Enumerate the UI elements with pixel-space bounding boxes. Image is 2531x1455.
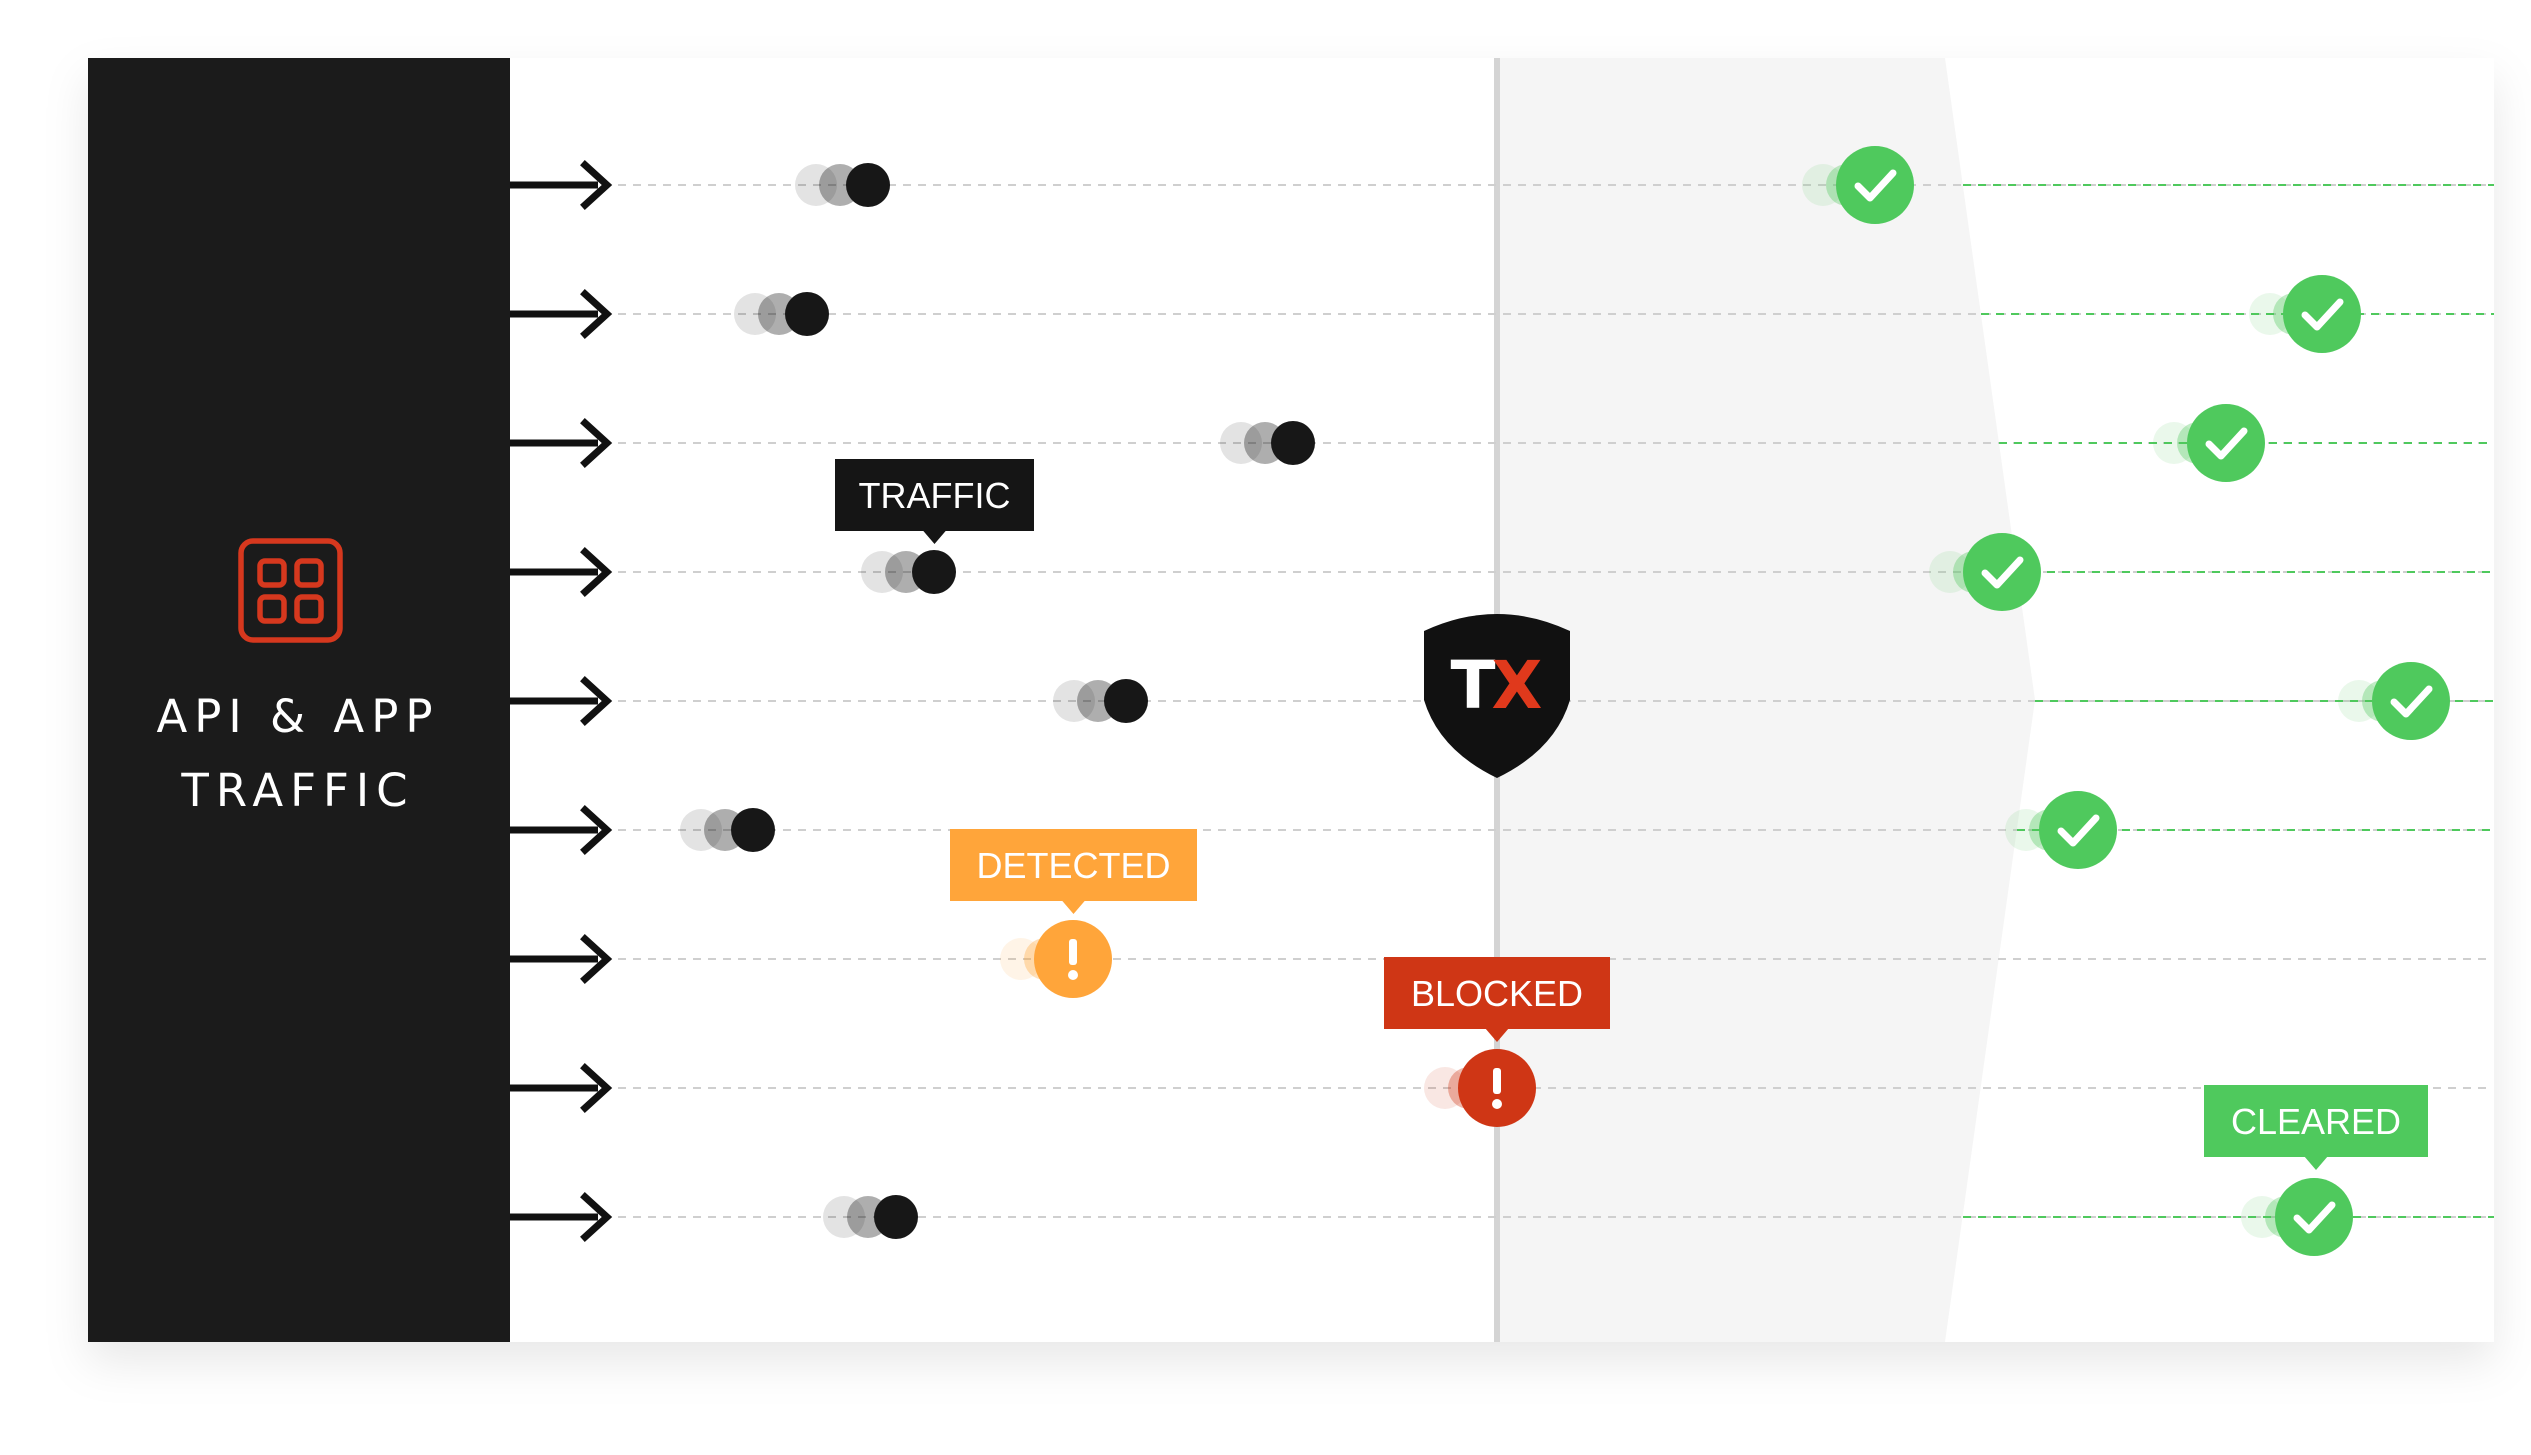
blocked-tag-text: BLOCKED	[1411, 973, 1583, 1014]
cleared-dot	[2283, 275, 2361, 353]
sidebar-panel	[88, 58, 510, 1342]
lane	[510, 146, 2494, 224]
lane	[510, 404, 2494, 482]
traffic-trail-dot	[1053, 680, 1095, 722]
traffic-trail-dot	[861, 551, 903, 593]
lane	[510, 920, 2488, 998]
arrow-icon	[580, 289, 613, 339]
traffic-trail-dot	[795, 164, 837, 206]
cleared-dot	[2187, 404, 2265, 482]
traffic-tag-box	[835, 459, 1034, 531]
cleared-trail-dot	[1802, 164, 1844, 206]
arrow-icon	[580, 676, 613, 726]
cleared-tag-pointer	[2304, 1156, 2328, 1170]
cleared-dot	[2039, 791, 2117, 869]
blocked-tag-pointer	[1485, 1028, 1509, 1042]
arrow-icon	[580, 160, 613, 210]
check-icon	[1854, 169, 1897, 202]
cleared-dot	[2275, 1178, 2353, 1256]
check-icon	[2057, 814, 2100, 847]
traffic-dot	[1271, 421, 1315, 465]
lane	[510, 275, 2494, 353]
detected-trail-dot	[1000, 938, 1042, 980]
arrow-icon	[580, 934, 613, 984]
exclamation-icon	[1493, 1068, 1501, 1094]
blocked-tag: BLOCKED	[1384, 957, 1610, 1042]
cleared-tag-text: CLEARED	[2231, 1101, 2401, 1142]
traffic-dot	[731, 808, 775, 852]
traffic-dot	[874, 1195, 918, 1239]
tags-layer: TRAFFIC DETECTED BLOCKED CLEARED	[835, 459, 2428, 1170]
lane	[510, 1178, 2494, 1256]
traffic-dot	[785, 292, 829, 336]
logo-letter-x: X	[1492, 647, 1543, 724]
detected-tag-box	[950, 829, 1197, 901]
exclamation-icon-dot	[1492, 1099, 1502, 1109]
cleared-trail-dot	[2153, 422, 2195, 464]
cleared-trail-dot	[2005, 809, 2047, 851]
arrow-icon	[580, 418, 613, 468]
arrow-icon	[580, 1192, 613, 1242]
shield-logo-icon: T X	[1424, 614, 1570, 778]
arrow-icon	[580, 805, 613, 855]
check-icon	[2301, 298, 2344, 331]
sidebar-label: API & APP TRAFFIC	[156, 690, 440, 817]
cleared-tag-box	[2204, 1085, 2428, 1157]
traffic-tag: TRAFFIC	[835, 459, 1034, 544]
detected-tag-text: DETECTED	[976, 845, 1170, 886]
blocked-trail-dot	[1424, 1067, 1466, 1109]
lane	[510, 791, 2494, 869]
blocked-tag-box	[1384, 957, 1610, 1029]
traffic-trail-dot	[1220, 422, 1262, 464]
check-icon	[1981, 556, 2024, 589]
cleared-tag: CLEARED	[2204, 1085, 2428, 1170]
cleared-dot	[1963, 533, 2041, 611]
check-icon	[2390, 685, 2433, 718]
cleared-dot	[1836, 146, 1914, 224]
arrow-icon	[580, 1063, 613, 1113]
lanes-layer	[510, 146, 2494, 1256]
detected-tag-pointer	[1061, 900, 1086, 914]
cleared-trail-dot	[2338, 680, 2380, 722]
cleared-trail-dot	[2249, 293, 2291, 335]
exclamation-icon-dot	[1068, 970, 1078, 980]
app-grid-icon	[238, 538, 343, 643]
exclamation-icon	[1069, 939, 1077, 965]
traffic-dot	[912, 550, 956, 594]
check-icon	[2205, 427, 2248, 460]
traffic-dot	[846, 163, 890, 207]
cleared-dot	[2372, 662, 2450, 740]
traffic-trail-dot	[680, 809, 722, 851]
cleared-trail-dot	[2241, 1196, 2283, 1238]
lane	[510, 1049, 2488, 1127]
lane	[510, 533, 2494, 611]
traffic-dot	[1104, 679, 1148, 723]
traffic-tag-text: TRAFFIC	[859, 475, 1011, 516]
traffic-trail-dot	[734, 293, 776, 335]
logo-letter-t: T	[1450, 647, 1495, 724]
arrow-icon	[580, 547, 613, 597]
traffic-trail-dot	[823, 1196, 865, 1238]
traffic-tag-pointer	[922, 530, 947, 544]
detected-tag: DETECTED	[950, 829, 1197, 914]
cleared-trail-dot	[1929, 551, 1971, 593]
check-icon	[2293, 1201, 2336, 1234]
